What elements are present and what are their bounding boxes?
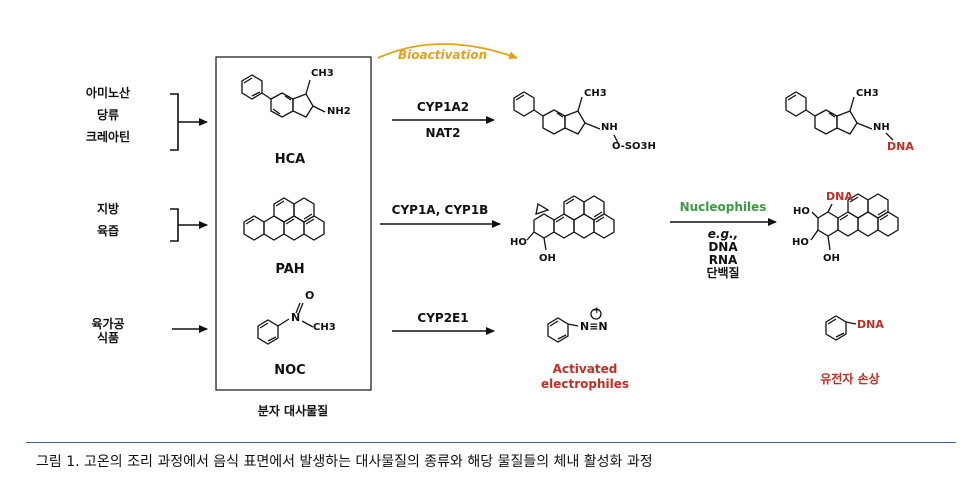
box-label: 분자 대사물질 [257, 404, 329, 418]
hca-adduct-structure [785, 91, 894, 141]
label-fat: 지방 [96, 202, 120, 216]
nucleophile-rna: RNA [708, 253, 738, 267]
figure-caption: 그림 1. 고온의 조리 과정에서 음식 표면에서 발생하는 대사물질의 종류와… [36, 454, 653, 470]
pah-name: PAH [275, 262, 305, 277]
adduct-phenyl-dna: DNA [857, 318, 884, 331]
pah-structure [243, 197, 325, 241]
nucleophile-list: e.g., DNA RNA 단백질 [670, 228, 776, 280]
hca-methyl: CH3 [311, 68, 334, 79]
genetic-damage-label: 유전자 손상 [820, 372, 880, 386]
pah-adduct-structure [810, 193, 899, 251]
hca-structure [241, 74, 326, 118]
hca-name: HCA [274, 152, 306, 167]
activated-pah-ho: HO [510, 237, 527, 248]
label-processed: 육가공 [91, 317, 125, 331]
activated-electrophiles-label: Activated electrophiles [540, 362, 630, 391]
caption-divider [26, 442, 956, 443]
enzyme-nat2: NAT2 [425, 126, 461, 140]
hca-activated-structure [513, 91, 619, 144]
hca-amine: NH2 [327, 106, 351, 117]
label-amino-acid: 아미노산 [85, 86, 131, 100]
diazonium-structure [547, 308, 602, 343]
nucleophile-dna: DNA [708, 240, 738, 254]
label-sugar: 당류 [96, 108, 120, 122]
adduct-pah-oh: OH [823, 253, 840, 264]
adduct-hca-nh: NH [873, 122, 890, 133]
group1-labels: 아미노산 당류 크레아틴 [76, 82, 140, 148]
label-meat-juice: 육즙 [96, 224, 120, 238]
nucleophile-protein: 단백질 [706, 266, 740, 280]
adduct-pah-ho2: HO [792, 237, 809, 248]
enzyme-cyp1a2: CYP1A2 [416, 100, 470, 114]
activated-pah-oh: OH [539, 253, 556, 264]
bioactivation-arrow [377, 43, 518, 60]
enzyme-cyp2e1: CYP2E1 [417, 311, 469, 325]
bioactivation-label: Bioactivation [398, 48, 488, 62]
precursor-box [215, 56, 372, 391]
label-creatine: 크레아틴 [85, 130, 131, 144]
noc-methyl: CH3 [313, 322, 336, 333]
noc-nitrogen: N [291, 311, 301, 324]
activated-hca-nh: NH [601, 122, 618, 133]
adduct-pah-ho1: HO [793, 206, 810, 217]
noc-name: NOC [274, 363, 306, 378]
pah-activated-structure [526, 195, 615, 251]
adduct-hca-dna: DNA [887, 140, 914, 153]
bracket-group2 [170, 208, 208, 242]
adduct-hca-methyl: CH3 [856, 88, 879, 99]
diazonium-plus: + [593, 306, 601, 316]
group2-labels: 지방 육즙 [76, 198, 140, 242]
nucleophile-eg: e.g., [707, 227, 739, 241]
enzyme-cyp1a-cyp1b: CYP1A, CYP1B [391, 203, 489, 217]
noc-oxygen: O [305, 289, 315, 302]
adduct-pah-dna: DNA [826, 190, 853, 203]
label-food: 식품 [96, 331, 120, 345]
bracket-group1 [170, 93, 208, 151]
activated-hca-methyl: CH3 [584, 88, 607, 99]
group3-labels: 육가공 식품 [76, 317, 140, 345]
diazonium-group: N≡N [580, 320, 608, 333]
activated-hca-oso3h: O-SO3H [612, 141, 656, 152]
phenyl-dna-structure [825, 315, 857, 341]
noc-structure [257, 302, 314, 345]
nucleophiles-title: Nucleophiles [679, 200, 767, 214]
